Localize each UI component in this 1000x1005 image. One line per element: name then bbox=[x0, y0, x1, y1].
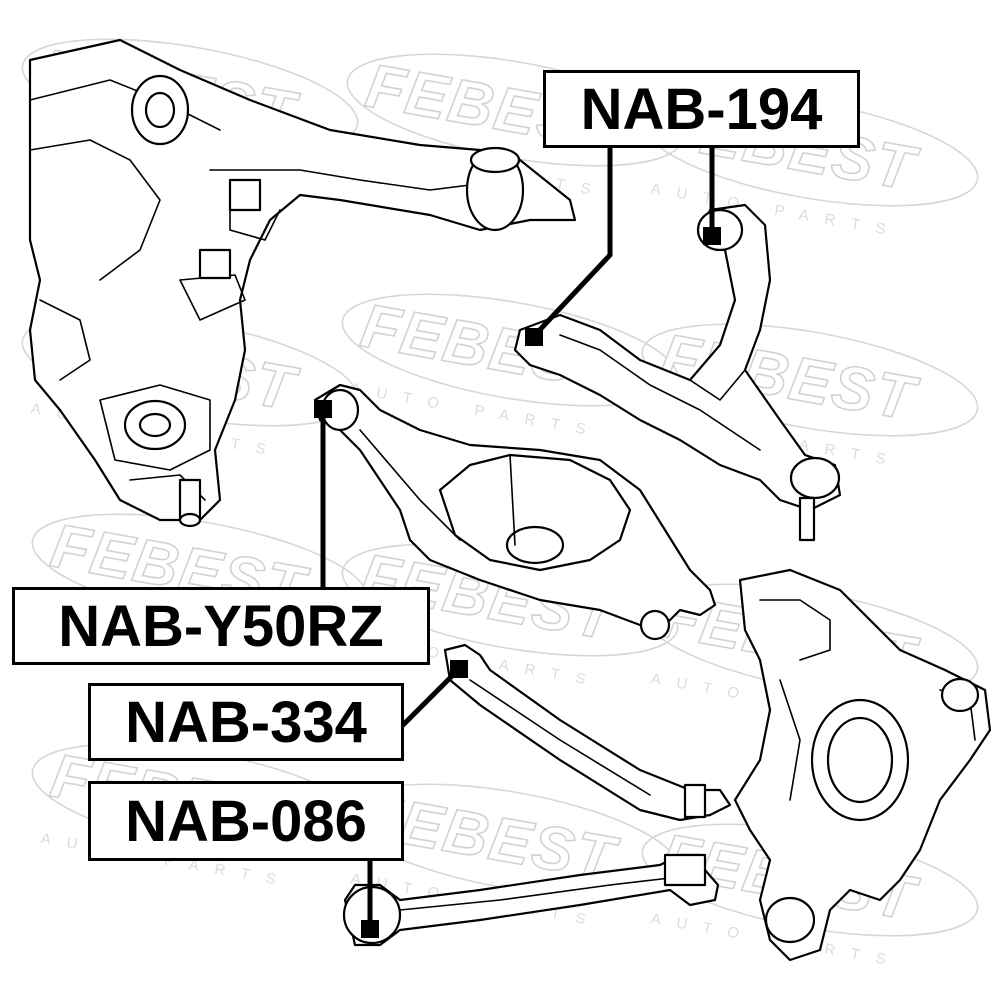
leader-lines bbox=[314, 145, 721, 938]
label-nab-334-text: NAB-334 bbox=[125, 689, 367, 755]
label-nab-086: NAB-086 bbox=[88, 781, 404, 861]
label-nab-086-text: NAB-086 bbox=[125, 788, 367, 854]
label-nab-194: NAB-194 bbox=[543, 70, 860, 148]
subframe-drawing bbox=[28, 38, 577, 528]
label-nab-y50rz-text: NAB-Y50RZ bbox=[58, 593, 384, 659]
label-nab-194-text: NAB-194 bbox=[580, 76, 823, 142]
marker-nab-194-right bbox=[703, 227, 721, 245]
lower-arm-drawing bbox=[313, 383, 717, 641]
lateral-link-drawing bbox=[443, 643, 732, 822]
marker-nab-334 bbox=[450, 660, 468, 678]
marker-nab-y50rz bbox=[314, 400, 332, 418]
leader-nab-194-left bbox=[533, 145, 613, 337]
label-nab-y50rz: NAB-Y50RZ bbox=[12, 587, 430, 665]
marker-nab-194-left bbox=[525, 328, 543, 346]
label-nab-334: NAB-334 bbox=[88, 683, 404, 761]
marker-nab-086 bbox=[361, 920, 379, 938]
knuckle-drawing bbox=[733, 568, 992, 962]
